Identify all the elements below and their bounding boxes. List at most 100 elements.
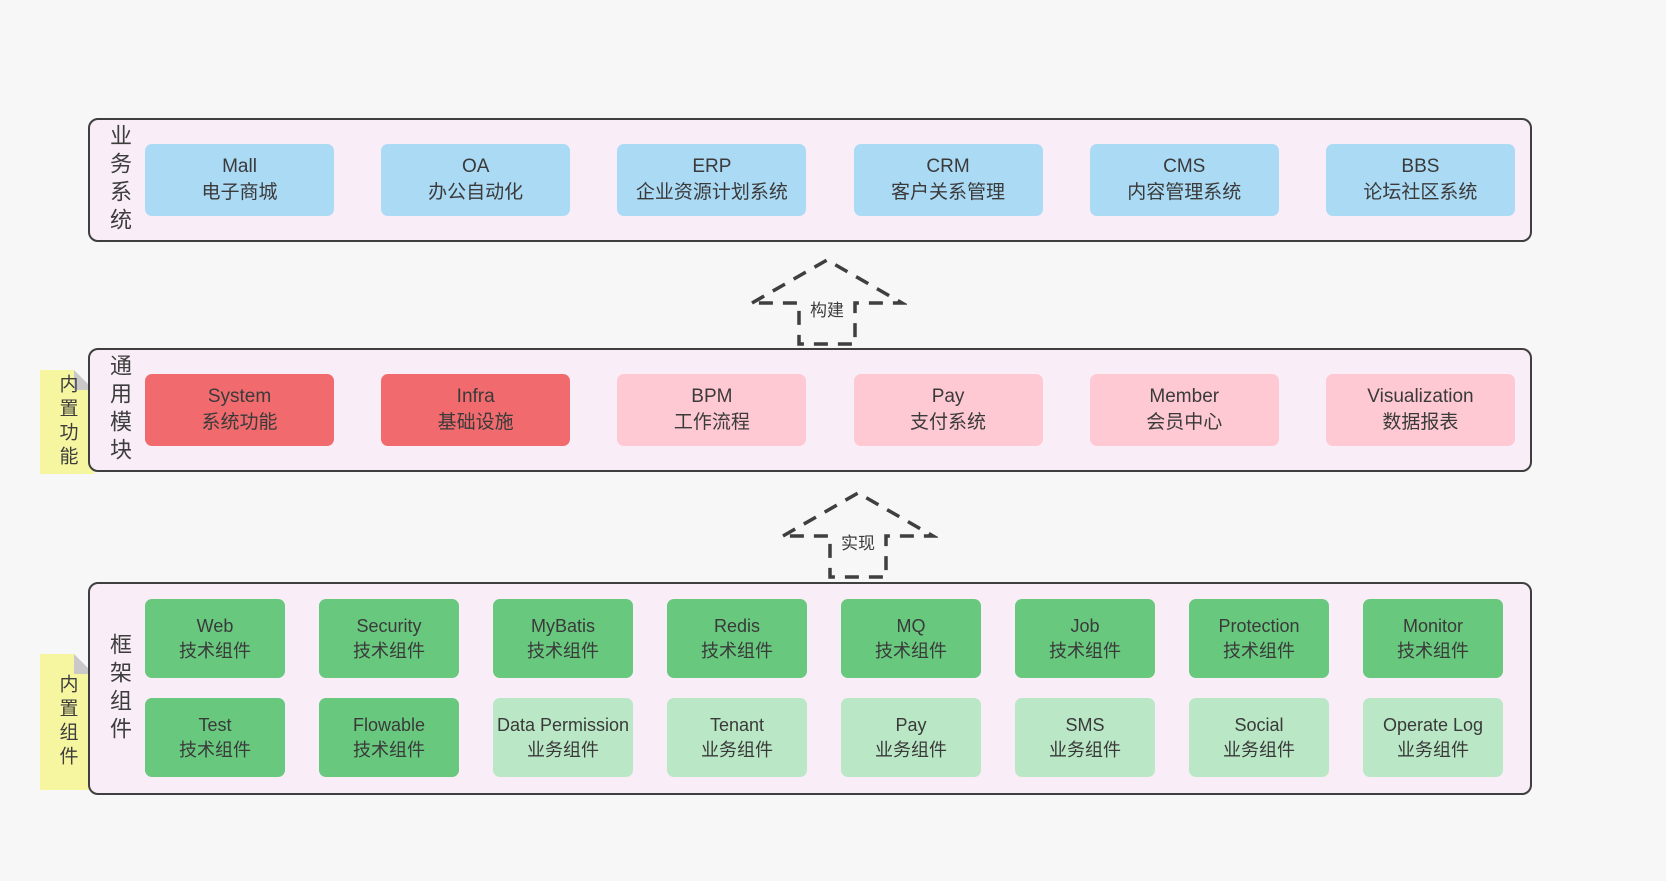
box-subtitle: 业务组件 (1223, 739, 1295, 760)
box-subtitle: 基础设施 (437, 412, 514, 433)
box-title: ERP (692, 156, 732, 177)
implement-arrow-label: 实现 (837, 528, 879, 555)
box-title: Redis (713, 615, 761, 636)
box-title: Web (196, 615, 234, 636)
box-title: Member (1149, 386, 1220, 407)
layer-business-systems: 业务系统 Mall 电子商城 OA 办公自动化 ERP 企业资源计划系统 CRM 客户关系管理… (88, 118, 1532, 242)
box-protection: Protection 技术组件 (1189, 599, 1329, 678)
box-title: SMS (1065, 714, 1105, 735)
sticky-note-builtin-components: 内置组件 (40, 654, 94, 790)
box-title: Test (198, 714, 232, 735)
box-subtitle: 技术组件 (1049, 640, 1121, 661)
box-subtitle: 内容管理系统 (1127, 182, 1242, 203)
box-title: MQ (896, 615, 926, 636)
box-title: Mall (222, 156, 257, 177)
box-subtitle: 办公自动化 (428, 182, 524, 203)
box-subtitle: 电子商城 (201, 182, 278, 203)
box-title: Social (1234, 714, 1284, 735)
box-flowable: Flowable 技术组件 (319, 698, 459, 777)
box-tenant: Tenant 业务组件 (667, 698, 807, 777)
box-oa: OA 办公自动化 (381, 144, 571, 216)
box-cms: CMS 内容管理系统 (1089, 144, 1279, 216)
box-subtitle: 技术组件 (527, 640, 599, 661)
box-subtitle: 技术组件 (875, 640, 947, 661)
box-subtitle: 会员中心 (1146, 412, 1223, 433)
sticky-note-label: 内置功能 (56, 374, 78, 470)
implement-arrow: 实现 (778, 488, 938, 582)
box-title: Tenant (709, 714, 765, 735)
box-title: BBS (1401, 156, 1440, 177)
box-mybatis: MyBatis 技术组件 (493, 599, 633, 678)
box-social: Social 业务组件 (1189, 698, 1329, 777)
box-title: Infra (456, 386, 495, 407)
box-title: Data Permission (496, 714, 630, 735)
box-title: Operate Log (1382, 714, 1484, 735)
box-subtitle: 业务组件 (527, 739, 599, 760)
sticky-note-label: 内置组件 (56, 674, 78, 770)
box-title: Monitor (1402, 615, 1464, 636)
box-title: Visualization (1367, 386, 1474, 407)
box-subtitle: 技术组件 (1223, 640, 1295, 661)
box-bpm: BPM 工作流程 (617, 374, 807, 446)
box-subtitle: 业务组件 (1049, 739, 1121, 760)
box-title: Flowable (352, 714, 426, 735)
box-title: Pay (895, 714, 927, 735)
up-arrow-icon (778, 490, 938, 579)
box-title: Protection (1218, 615, 1300, 636)
box-subtitle: 技术组件 (353, 739, 425, 760)
box-infra: Infra 基础设施 (381, 374, 571, 446)
box-subtitle: 论坛社区系统 (1363, 182, 1478, 203)
build-arrow-label: 构建 (806, 295, 848, 322)
box-subtitle: 数据报表 (1382, 412, 1459, 433)
up-arrow-icon (747, 257, 907, 346)
box-erp: ERP 企业资源计划系统 (617, 144, 807, 216)
box-subtitle: 技术组件 (179, 640, 251, 661)
box-subtitle: 业务组件 (1397, 739, 1469, 760)
box-pay: Pay 支付系统 (853, 374, 1043, 446)
box-crm: CRM 客户关系管理 (853, 144, 1043, 216)
box-operate-log: Operate Log 业务组件 (1363, 698, 1503, 777)
box-subtitle: 技术组件 (179, 739, 251, 760)
box-subtitle: 业务组件 (875, 739, 947, 760)
box-title: BPM (691, 386, 733, 407)
box-title: System (207, 386, 272, 407)
box-title: OA (461, 156, 490, 177)
box-system: System 系统功能 (145, 374, 334, 446)
box-sms: SMS 业务组件 (1015, 698, 1155, 777)
box-subtitle: 支付系统 (910, 412, 987, 433)
box-subtitle: 技术组件 (353, 640, 425, 661)
box-title: CRM (926, 156, 970, 177)
box-security: Security 技术组件 (319, 599, 459, 678)
box-test: Test 技术组件 (145, 698, 285, 777)
box-subtitle: 工作流程 (673, 412, 750, 433)
business-boxes-row: Mall 电子商城 OA 办公自动化 ERP 企业资源计划系统 CRM 客户关系管理 CMS 内容… (145, 144, 1515, 216)
layer-common-modules: 通用模块 System 系统功能 Infra 基础设施 BPM 工作流程 Pay 支付系统 Me… (88, 348, 1532, 472)
box-title: Security (356, 615, 422, 636)
box-subtitle: 技术组件 (1397, 640, 1469, 661)
box-subtitle: 技术组件 (701, 640, 773, 661)
box-monitor: Monitor 技术组件 (1363, 599, 1503, 678)
box-redis: Redis 技术组件 (667, 599, 807, 678)
box-subtitle: 业务组件 (701, 739, 773, 760)
box-title: CMS (1163, 156, 1206, 177)
box-member: Member 会员中心 (1089, 374, 1279, 446)
box-title: Pay (931, 386, 965, 407)
layer-label-framework-components: 框架组件 (107, 632, 132, 745)
box-subtitle: 客户关系管理 (891, 182, 1006, 203)
box-bbs: BBS 论坛社区系统 (1325, 144, 1515, 216)
layer-label-business-systems: 业务系统 (107, 124, 132, 236)
box-title: MyBatis (530, 615, 595, 636)
box-subtitle: 企业资源计划系统 (635, 182, 788, 203)
box-data-permission: Data Permission 业务组件 (493, 698, 633, 777)
sticky-note-builtin-features: 内置功能 (40, 370, 94, 474)
modules-boxes-row: System 系统功能 Infra 基础设施 BPM 工作流程 Pay 支付系统 Member 会… (145, 374, 1515, 446)
box-visualization: Visualization 数据报表 (1325, 374, 1515, 446)
box-pay: Pay 业务组件 (841, 698, 981, 777)
box-subtitle: 系统功能 (201, 412, 278, 433)
layer-label-common-modules: 通用模块 (107, 354, 132, 466)
